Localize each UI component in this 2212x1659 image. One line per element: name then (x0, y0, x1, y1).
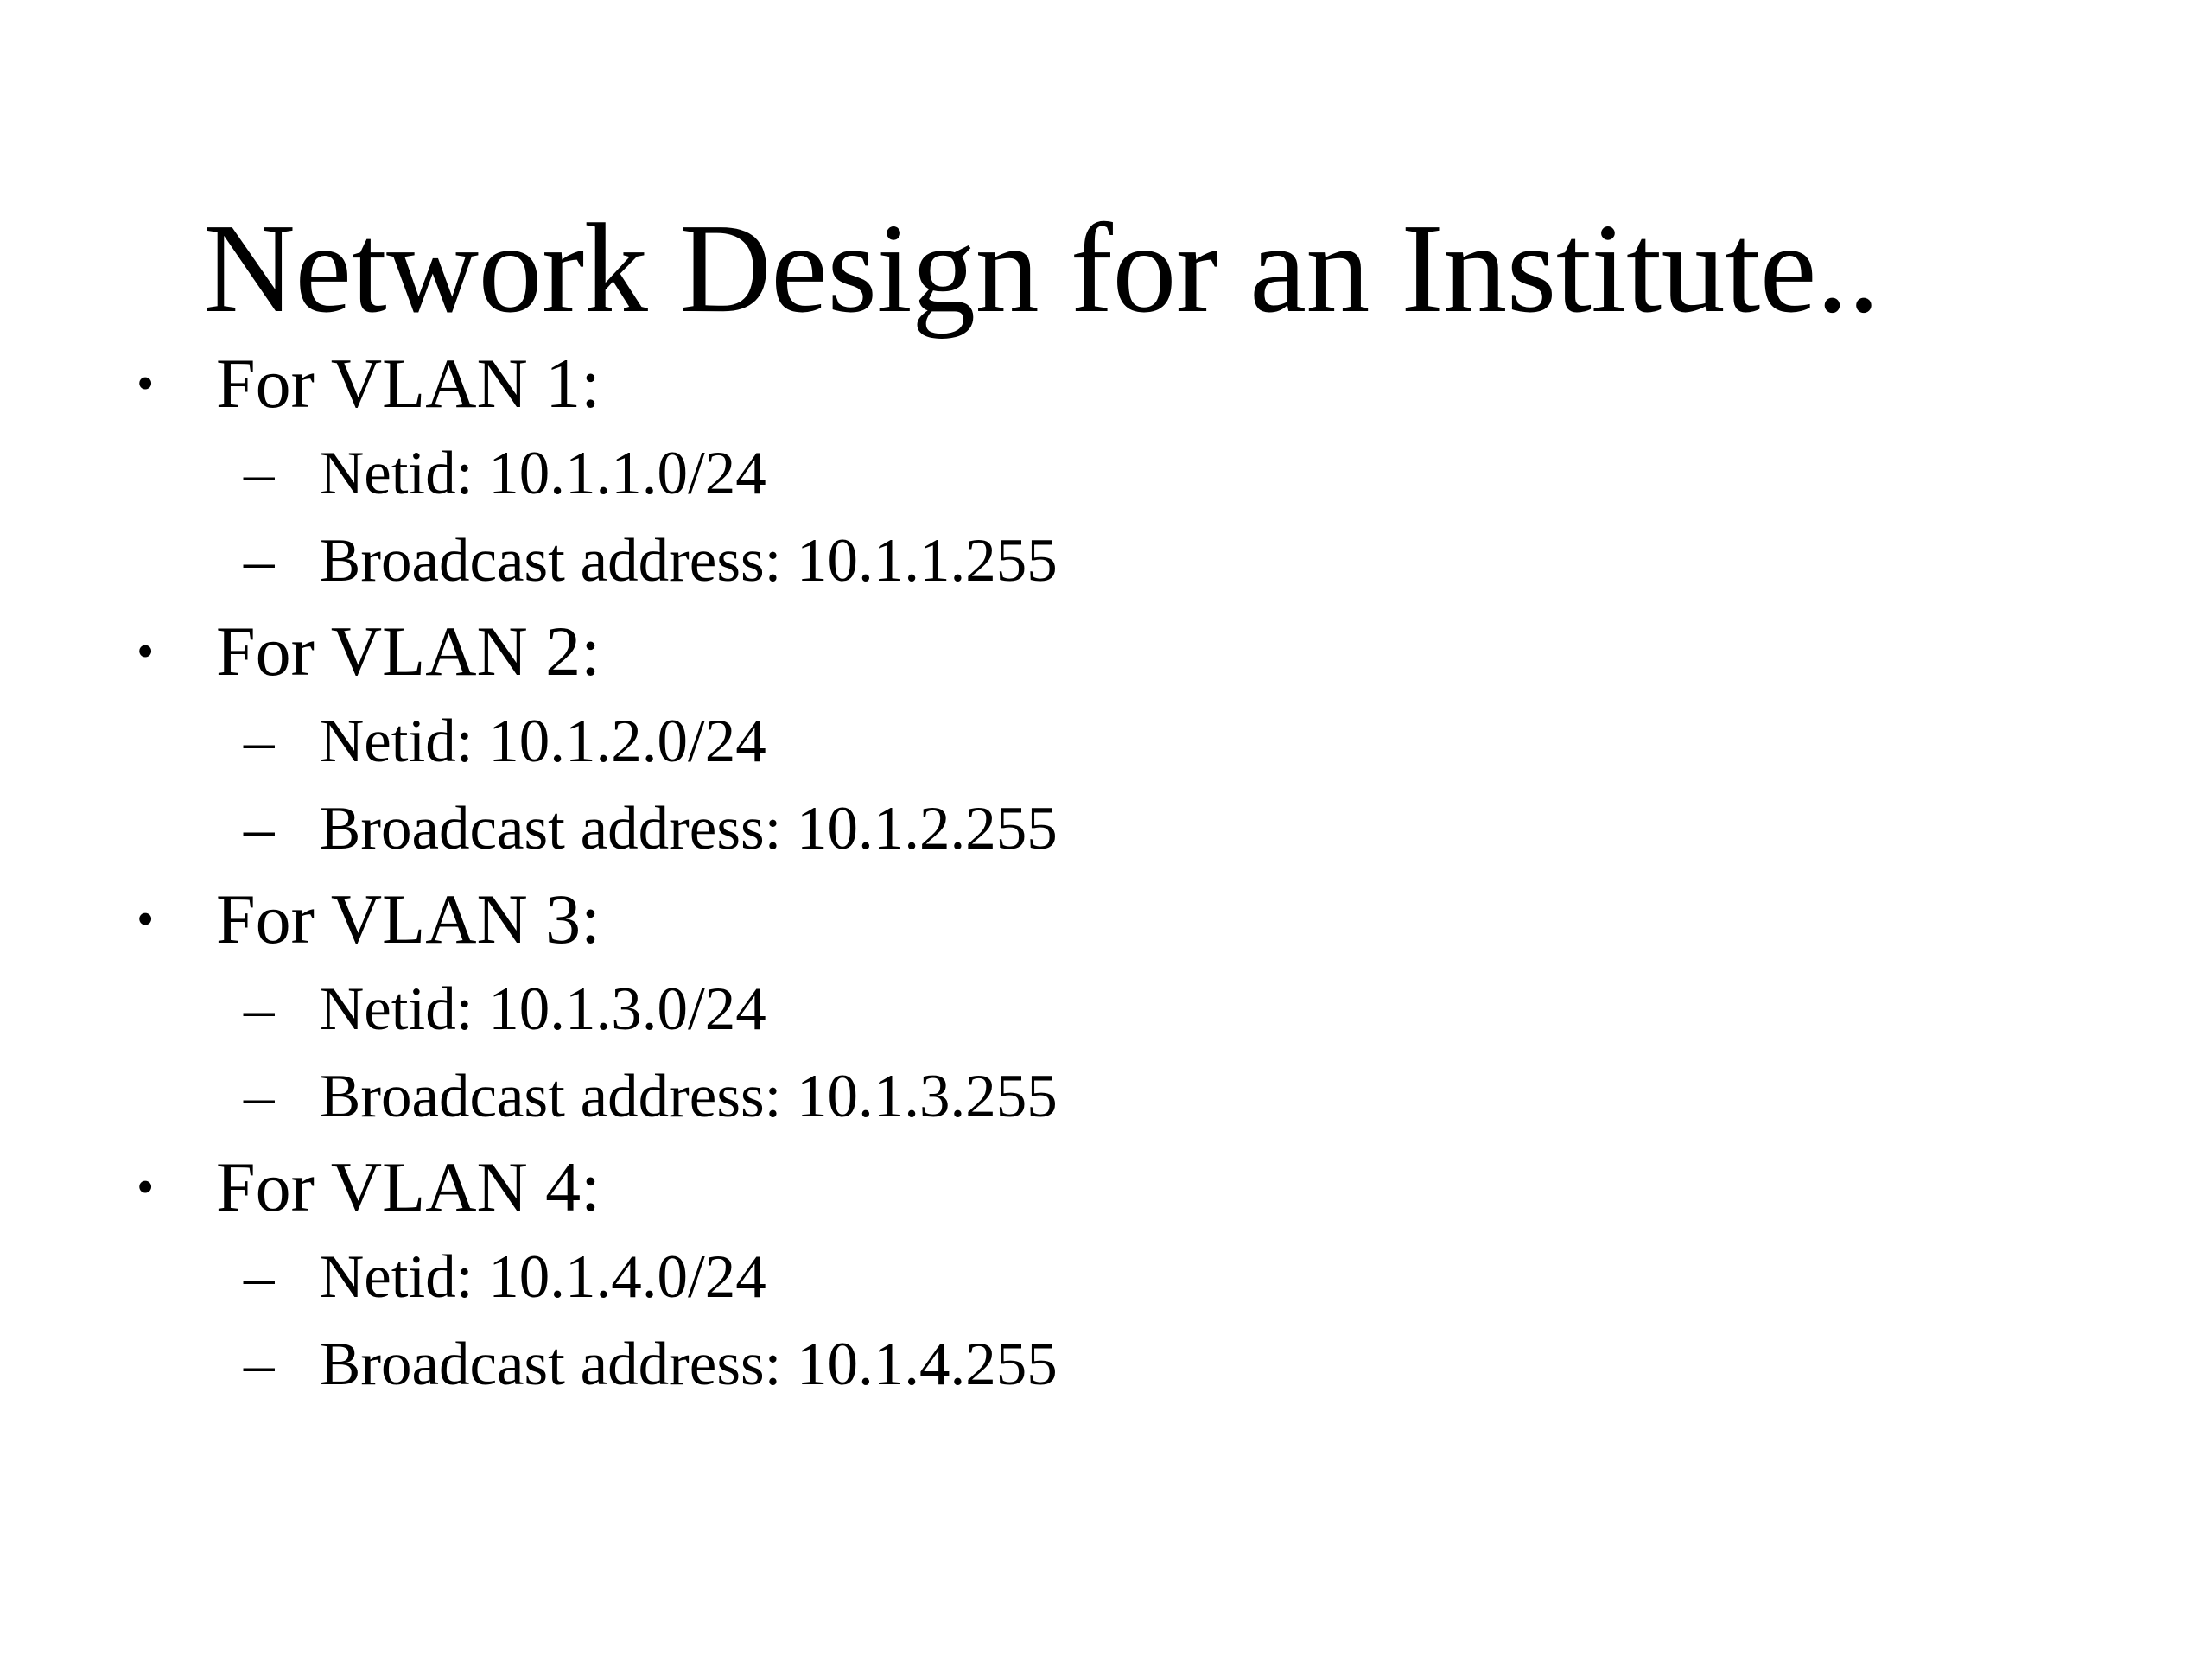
bullet-dash-icon: – (244, 1243, 275, 1311)
bullet-item-level1: • For VLAN 1: (0, 337, 2212, 430)
vlan-heading-label: For VLAN 2: (216, 612, 601, 690)
vlan-heading-label: For VLAN 3: (216, 880, 601, 958)
vlan-heading-label: For VLAN 1: (216, 344, 601, 423)
bullet-item-level2: – Netid: 10.1.4.0/24 (0, 1234, 2212, 1321)
bullet-dash-icon: – (244, 708, 275, 775)
netid-label: Netid: 10.1.1.0/24 (320, 440, 766, 507)
bullet-item-level1: • For VLAN 3: (0, 873, 2212, 966)
page-title: Network Design for an Institute.. (203, 198, 1879, 340)
bullet-dot-icon: • (137, 623, 155, 679)
bullet-dash-icon: – (244, 1063, 275, 1130)
bullet-item-level2: – Broadcast address: 10.1.3.255 (0, 1053, 2212, 1141)
vlan-group: • For VLAN 1: – Netid: 10.1.1.0/24 – Bro… (0, 337, 2212, 605)
bullet-dash-icon: – (244, 976, 275, 1043)
broadcast-address-label: Broadcast address: 10.1.3.255 (320, 1063, 1058, 1130)
broadcast-address-label: Broadcast address: 10.1.4.255 (320, 1331, 1058, 1398)
netid-label: Netid: 10.1.2.0/24 (320, 708, 766, 775)
bullet-item-level2: – Netid: 10.1.1.0/24 (0, 430, 2212, 518)
vlan-group: • For VLAN 2: – Netid: 10.1.2.0/24 – Bro… (0, 605, 2212, 873)
bullet-dash-icon: – (244, 1331, 275, 1398)
bullet-dot-icon: • (137, 355, 155, 411)
vlan-group: • For VLAN 3: – Netid: 10.1.3.0/24 – Bro… (0, 873, 2212, 1141)
bullet-dash-icon: – (244, 527, 275, 594)
bullet-item-level2: – Netid: 10.1.2.0/24 (0, 698, 2212, 785)
vlan-group: • For VLAN 4: – Netid: 10.1.4.0/24 – Bro… (0, 1141, 2212, 1408)
bullet-dash-icon: – (244, 795, 275, 862)
bullet-dot-icon: • (137, 1159, 155, 1215)
bullet-dash-icon: – (244, 440, 275, 507)
netid-label: Netid: 10.1.3.0/24 (320, 976, 766, 1043)
bullet-dot-icon: • (137, 891, 155, 947)
bullet-item-level2: – Netid: 10.1.3.0/24 (0, 966, 2212, 1053)
vlan-heading-label: For VLAN 4: (216, 1147, 601, 1226)
broadcast-address-label: Broadcast address: 10.1.2.255 (320, 795, 1058, 862)
slide-body-content: • For VLAN 1: – Netid: 10.1.1.0/24 – Bro… (0, 337, 2212, 1408)
bullet-item-level2: – Broadcast address: 10.1.1.255 (0, 518, 2212, 605)
bullet-item-level1: • For VLAN 4: (0, 1141, 2212, 1234)
netid-label: Netid: 10.1.4.0/24 (320, 1243, 766, 1311)
bullet-item-level1: • For VLAN 2: (0, 605, 2212, 698)
broadcast-address-label: Broadcast address: 10.1.1.255 (320, 527, 1058, 594)
bullet-item-level2: – Broadcast address: 10.1.2.255 (0, 785, 2212, 873)
bullet-item-level2: – Broadcast address: 10.1.4.255 (0, 1321, 2212, 1408)
